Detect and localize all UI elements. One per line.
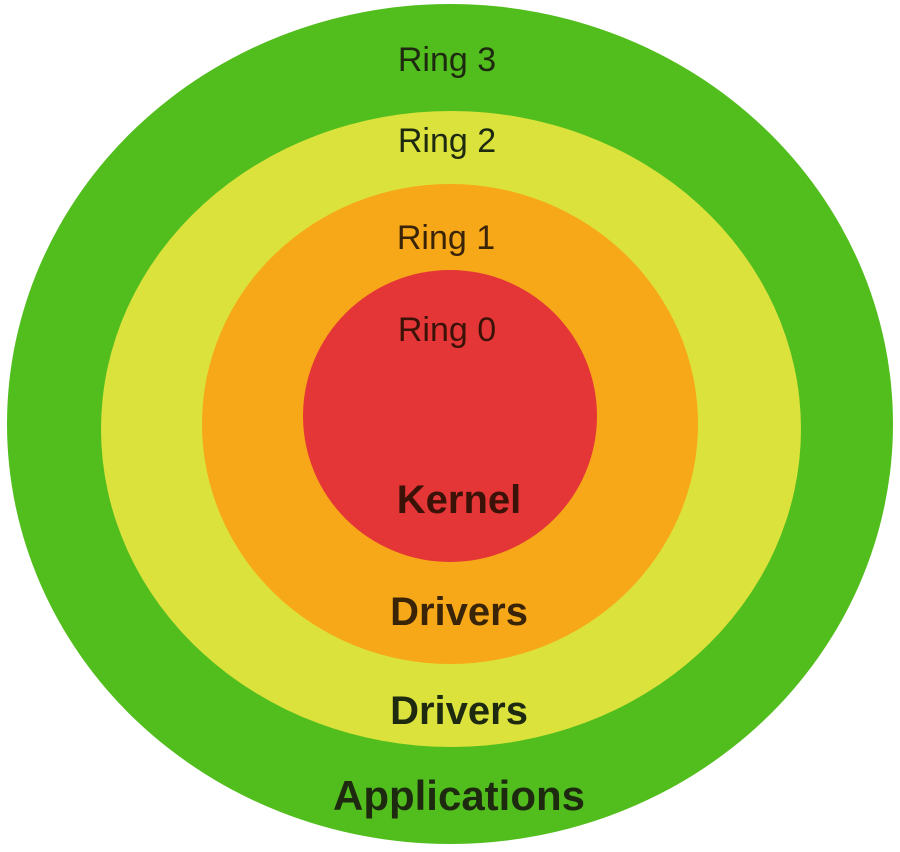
ring-1-label: Ring 1: [397, 219, 495, 257]
ring-2-drivers-label: Drivers: [390, 689, 528, 733]
ring-0-circle: [303, 270, 597, 562]
ring-3-label: Ring 3: [398, 41, 496, 79]
ring-0-label: Ring 0: [398, 311, 496, 349]
applications-label: Applications: [333, 772, 585, 819]
ring-2-label: Ring 2: [398, 122, 496, 160]
ring-1-drivers-label: Drivers: [390, 590, 528, 634]
kernel-label: Kernel: [397, 478, 522, 522]
